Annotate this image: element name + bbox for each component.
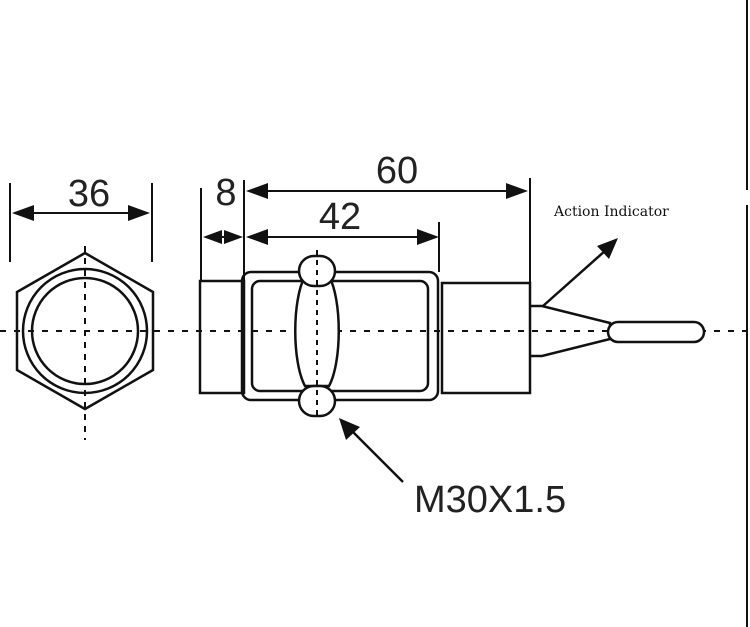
thread-length-dimension xyxy=(250,222,440,272)
overall-length-dimension xyxy=(243,178,531,283)
thread-spec-leader-arrowhead xyxy=(339,418,360,440)
hex-width-dimension xyxy=(9,183,153,262)
flange-length-arrow-right xyxy=(224,230,243,244)
threaded-barrel-inner xyxy=(250,279,430,393)
front-flange xyxy=(198,279,246,395)
threaded-barrel-outer xyxy=(240,270,440,402)
hex-width-arrow-left xyxy=(12,205,34,221)
cable xyxy=(530,304,706,358)
sensor-body xyxy=(198,270,532,402)
indicator-label: Action Indicator xyxy=(553,204,669,220)
flange-length-label: 8 xyxy=(215,172,236,214)
overall-length-arrow-left xyxy=(246,183,268,199)
flange-length-arrow-left xyxy=(203,230,222,244)
cable-strain-relief xyxy=(530,304,612,358)
thread-length-label: 42 xyxy=(319,196,361,238)
indicator-leader-arrowhead xyxy=(597,238,618,259)
hex-outline xyxy=(15,251,155,411)
overall-length-arrow-right xyxy=(506,183,528,199)
lock-nut xyxy=(294,254,340,418)
rear-housing xyxy=(440,281,532,395)
hex-width-label: 36 xyxy=(68,173,110,215)
overall-length-label: 60 xyxy=(376,150,418,192)
thread-length-arrow-right xyxy=(417,229,439,245)
thread-length-arrow-left xyxy=(246,229,268,245)
cable-wire xyxy=(606,320,706,344)
thread-spec-label: M30X1.5 xyxy=(414,479,566,521)
thread-spec-leader-line xyxy=(348,427,404,483)
indicator-leader-line xyxy=(542,249,607,307)
hex-width-arrow-right xyxy=(128,205,150,221)
